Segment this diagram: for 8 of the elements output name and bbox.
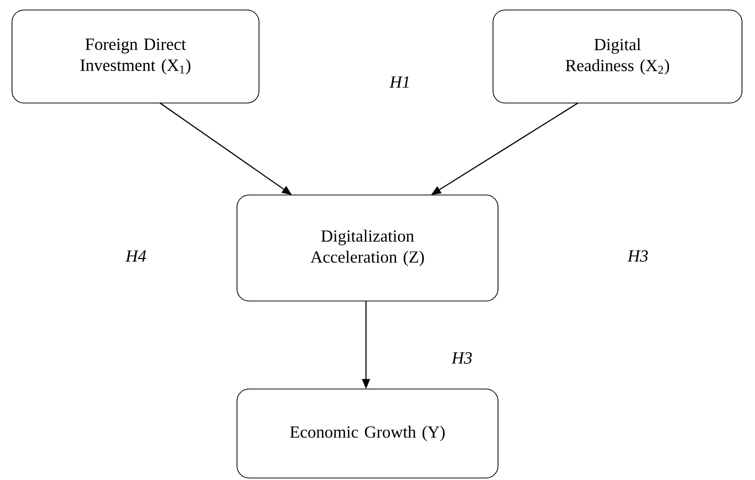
hypothesis-label: H3 (627, 250, 648, 262)
hypothesis-label: H3 (451, 352, 472, 364)
process-box: Digital Readiness (X$_{2}$) (492, 10, 742, 104)
process-box: Digitalization Acceleration (Z) (236, 194, 498, 302)
hypothesis-label: H4 (125, 250, 146, 262)
process-box: Economic Growth (Y) (236, 388, 498, 478)
process-box: Foreign Direct Investment (X$_{1}$) (12, 10, 260, 104)
hypothesis-label: H1 (389, 76, 409, 88)
